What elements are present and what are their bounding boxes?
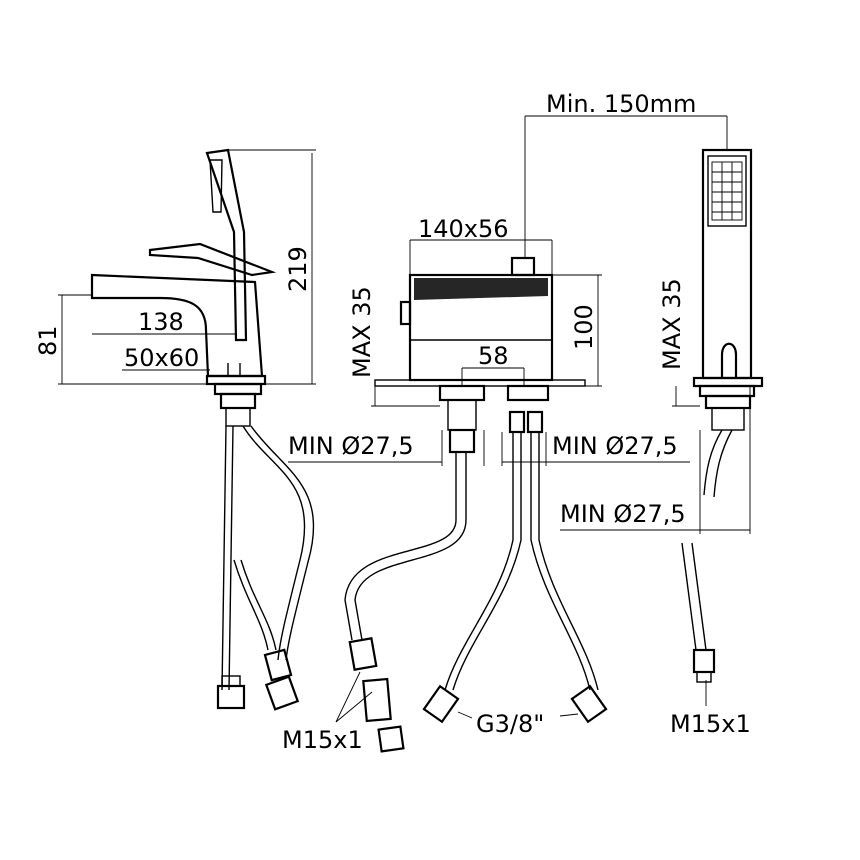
diverter-box [344,256,608,753]
dim-min-d27-left: MIN Ø27,5 [288,432,414,460]
dim-max35-left: MAX 35 [348,286,376,378]
dim-100: 100 [570,304,598,350]
dim-138: 138 [138,308,184,336]
dim-81: 81 [34,325,62,356]
dim-max35-right: MAX 35 [658,278,686,370]
dimension-lines [58,115,751,723]
dim-50x60: 50x60 [124,344,199,372]
dim-58: 58 [478,342,509,370]
shower-nozzle-grid [711,161,743,221]
label-m15x1-left: M15x1 [282,726,363,754]
dim-min-d27-mid: MIN Ø27,5 [552,432,678,460]
dim-219: 219 [284,246,312,292]
dimension-labels: Min. 150mm 140x56 138 50x60 81 219 MAX 3… [34,90,751,754]
dim-min-150mm: Min. 150mm [546,90,696,118]
label-g3-8: G3/8" [476,710,544,738]
mixer-faucet [90,148,315,711]
dim-140x56: 140x56 [418,215,509,243]
dim-min-d27-right: MIN Ø27,5 [560,500,686,528]
label-m15x1-right: M15x1 [670,710,751,738]
